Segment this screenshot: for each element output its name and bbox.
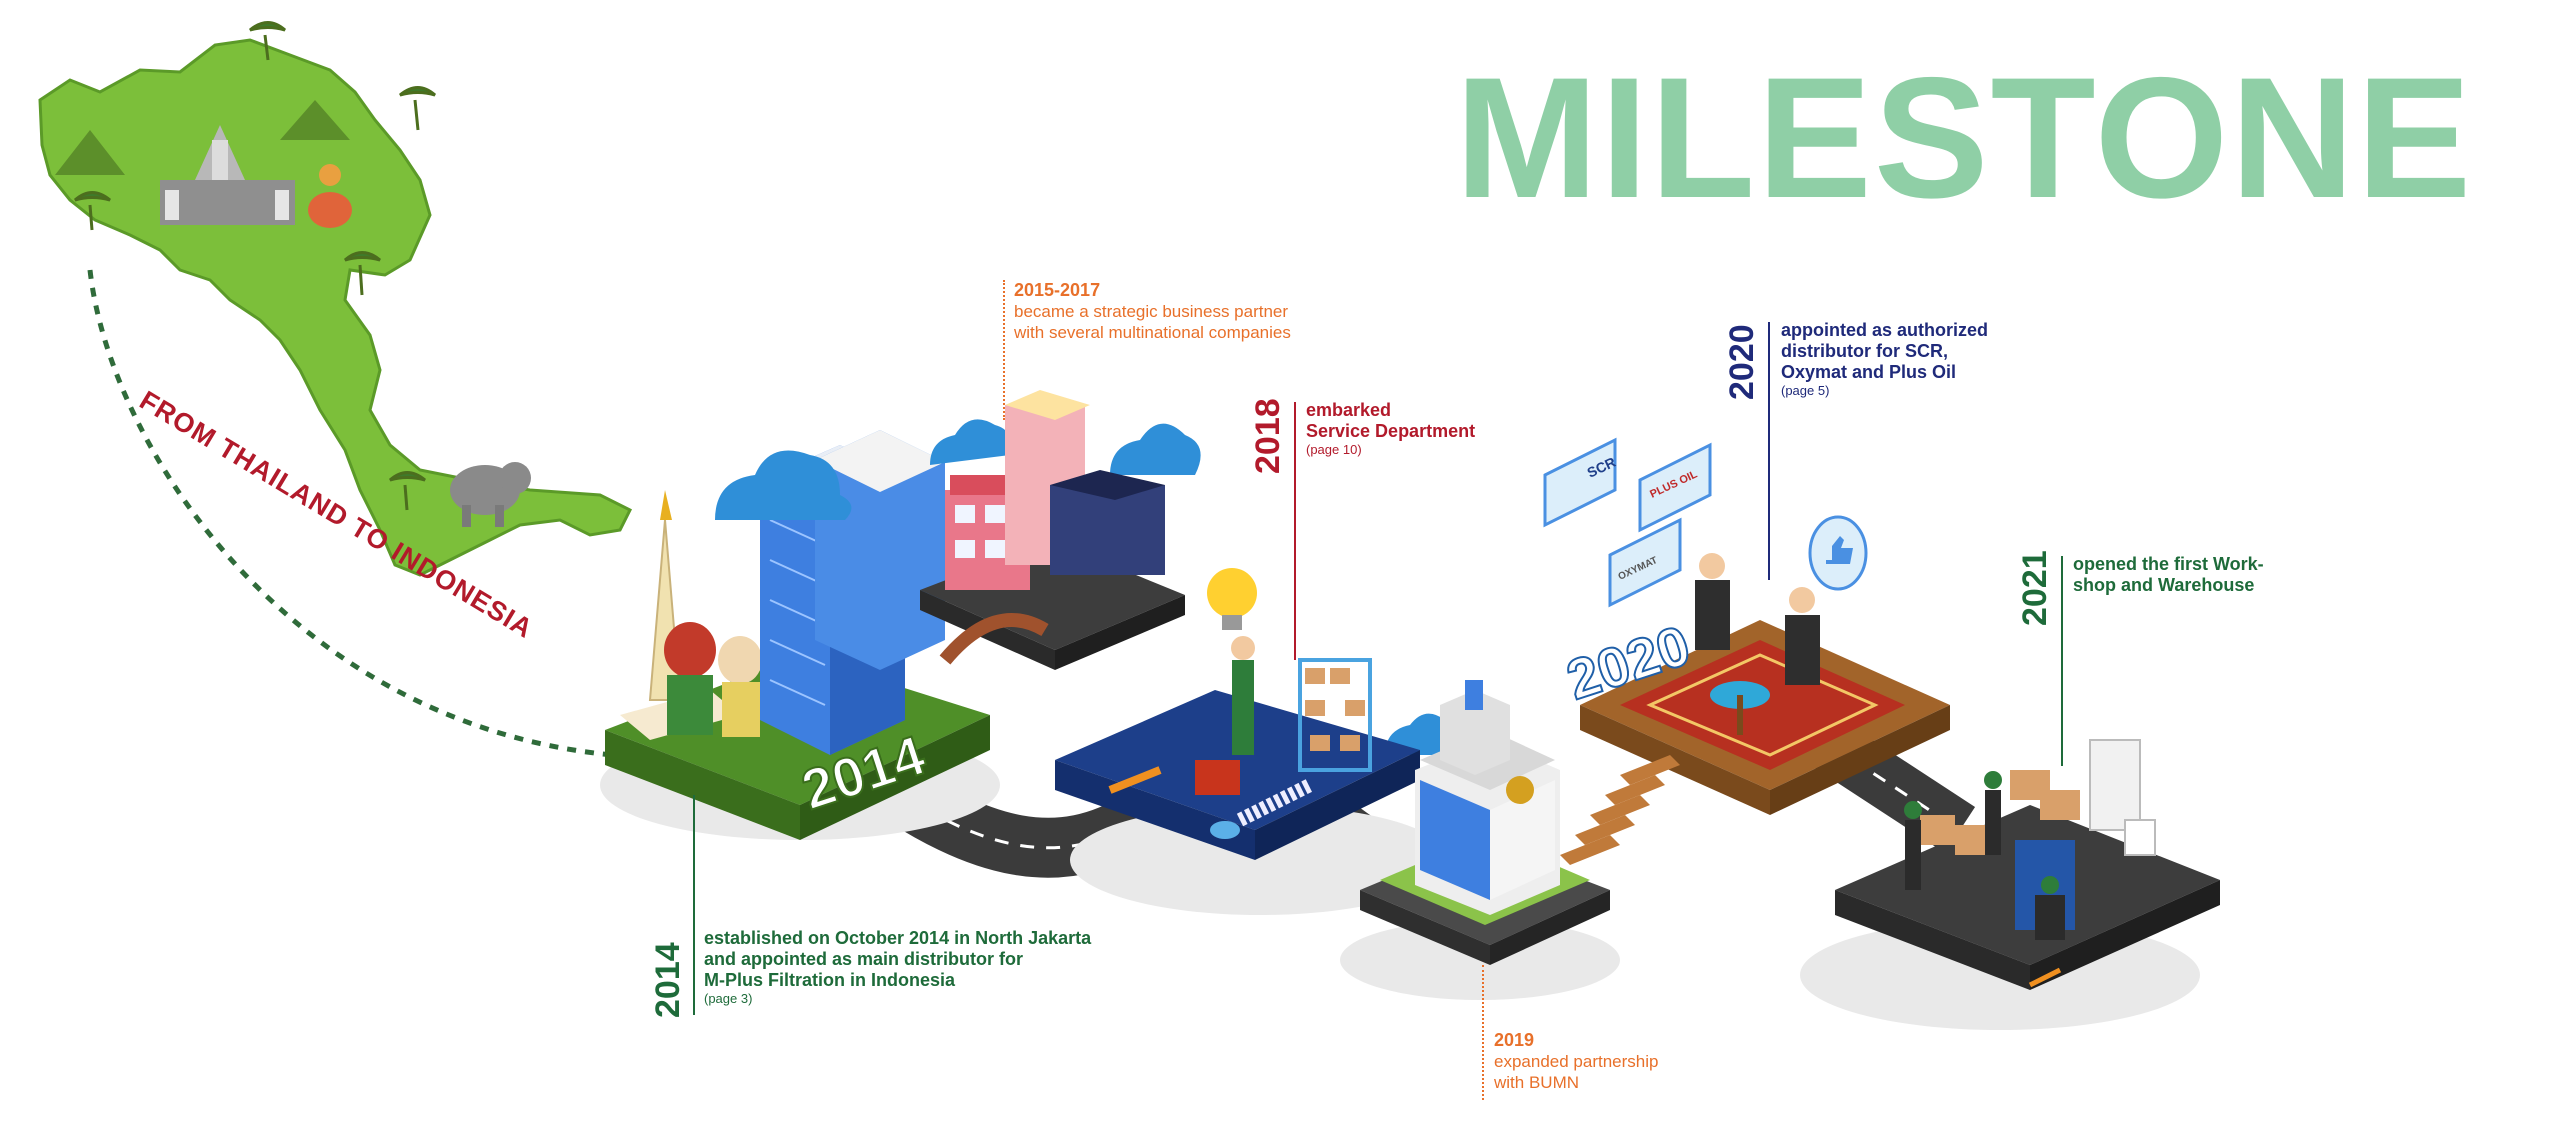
milestone-2019-line-2: with BUMN — [1494, 1073, 1580, 1092]
milestone-2021-line-2: shop and Warehouse — [2073, 575, 2255, 595]
milestone-2020-page: (page 5) — [1781, 383, 1830, 398]
milestone-2021-text: opened the first Work- shop and Warehous… — [2073, 554, 2264, 596]
route-dashed-line — [87, 269, 641, 760]
platform-2014: 2014 — [605, 430, 990, 840]
milestone-2014-text: established on October 2014 in North Jak… — [704, 928, 1091, 1007]
milestone-2015-2017-line — [1003, 280, 1005, 420]
platform-2018 — [1055, 568, 1420, 860]
milestone-2020-line-2: distributor for SCR, — [1781, 341, 1948, 361]
milestone-2020-text: appointed as authorized distributor for … — [1781, 320, 1988, 399]
milestone-2021-year: 2021 — [2016, 550, 2054, 626]
milestone-2019-text: 2019 expanded partnership with BUMN — [1494, 1030, 1658, 1093]
milestone-2015-2017-line-2: with several multinational companies — [1014, 323, 1291, 342]
milestone-2014-line-2: and appointed as main distributor for — [704, 949, 1024, 969]
milestone-2020-line-3: Oxymat and Plus Oil — [1781, 362, 1957, 382]
platform-2020: 2020 SCR PLUS OIL OXYMAT — [1543, 437, 1950, 865]
milestone-2020-line — [1768, 322, 1770, 580]
milestone-2015-2017-line-1: became a strategic business partner — [1014, 302, 1289, 321]
milestone-2021-line — [2061, 556, 2063, 766]
milestone-2019-line — [1482, 965, 1484, 1100]
milestone-2019-year: 2019 — [1494, 1030, 1535, 1050]
milestone-2018-text: embarked Service Department (page 10) — [1306, 400, 1475, 458]
platform-2021 — [1835, 739, 2220, 990]
milestone-2014-page: (page 3) — [704, 991, 753, 1006]
milestone-2014-line-3: M-Plus Filtration in Indonesia — [704, 970, 956, 990]
milestone-2014-line — [693, 795, 695, 1015]
milestone-2015-2017-text: 2015-2017 became a strategic business pa… — [1014, 280, 1291, 343]
milestone-2020-line-1: appointed as authorized — [1781, 320, 1989, 340]
milestone-2018-line — [1294, 402, 1296, 660]
milestone-2014-line-1: established on October 2014 in North Jak… — [704, 928, 1092, 948]
milestone-2014-year: 2014 — [649, 942, 687, 1018]
milestone-2018-line-1: embarked — [1306, 400, 1392, 420]
milestone-2018-year: 2018 — [1249, 398, 1287, 474]
milestone-2018-page: (page 10) — [1306, 442, 1362, 457]
platform-2015-2017 — [920, 390, 1185, 670]
page-title: MILESTONE — [1455, 42, 2474, 234]
milestone-2018-line-2: Service Department — [1306, 421, 1476, 441]
thailand-map — [38, 21, 633, 577]
milestone-2015-2017-year: 2015-2017 — [1014, 280, 1101, 300]
milestone-2021-line-1: opened the first Work- — [2073, 554, 2264, 574]
milestone-2019-line-1: expanded partnership — [1494, 1052, 1659, 1071]
platform-2019 — [1360, 680, 1610, 965]
milestone-2020-year: 2020 — [1723, 324, 1761, 400]
